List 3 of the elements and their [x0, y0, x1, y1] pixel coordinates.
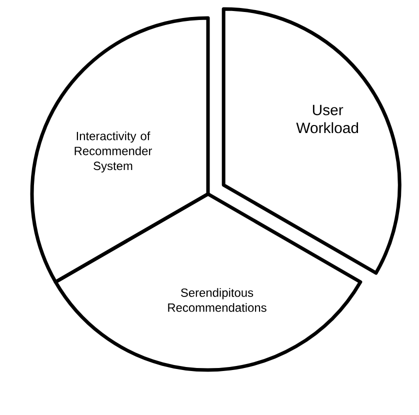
- pie-sector: Interactivity of Recommender System: [30, 16, 210, 284]
- pie-sector: User Workload: [222, 7, 402, 275]
- pie-sector: Serendipitous Recommendations: [54, 192, 362, 372]
